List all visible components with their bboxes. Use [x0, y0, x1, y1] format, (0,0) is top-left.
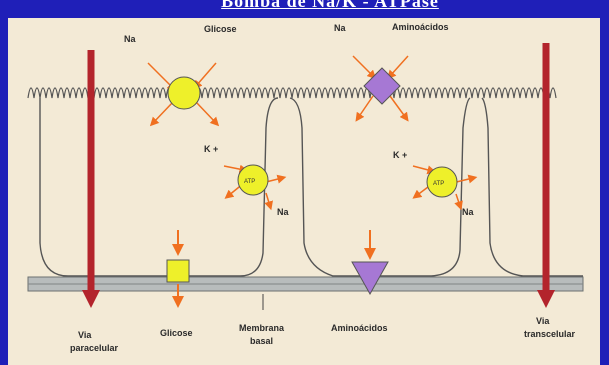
label-via-paracelular-2: paracelular — [70, 343, 119, 353]
label-via-transcelular-1: Via — [536, 316, 550, 326]
page-title: Bomba de Na/K - ATPase — [150, 0, 510, 12]
brush-border — [28, 88, 556, 98]
label-via-transcelular-2: transcelular — [524, 329, 576, 339]
label-atp-left: ATP — [244, 179, 255, 185]
transcellular-arrowhead — [537, 290, 555, 308]
glucose-transporter — [168, 77, 200, 109]
label-membrana-2: basal — [250, 336, 273, 346]
label-via-paracelular-1: Via — [78, 330, 92, 340]
label-membrana-1: Membrana — [239, 323, 285, 333]
epithelium-diagram: Na Glicose Na Aminoácidos K + ATP Na K +… — [8, 18, 600, 365]
label-aminoacidos-top: Aminoácidos — [392, 22, 449, 32]
cell-membrane-right — [482, 98, 583, 276]
label-k-right: K + — [393, 150, 407, 160]
label-na-right-bottom: Na — [462, 207, 474, 217]
basal-glucose-transporter — [167, 260, 189, 282]
label-na-left-bottom: Na — [277, 207, 289, 217]
paracellular-arrowhead — [82, 290, 100, 308]
label-atp-right: ATP — [433, 181, 444, 187]
diagram-stage: Na Glicose Na Aminoácidos K + ATP Na K +… — [8, 18, 600, 365]
label-k-left: K + — [204, 144, 218, 154]
label-glicose-bottom: Glicose — [160, 328, 193, 338]
label-aminoacidos-bottom: Aminoácidos — [331, 323, 388, 333]
label-na-left: Na — [124, 34, 136, 44]
label-na-mid: Na — [334, 23, 346, 33]
title-bar: Bomba de Na/K - ATPase — [150, 0, 510, 14]
label-glicose-top: Glicose — [204, 24, 237, 34]
